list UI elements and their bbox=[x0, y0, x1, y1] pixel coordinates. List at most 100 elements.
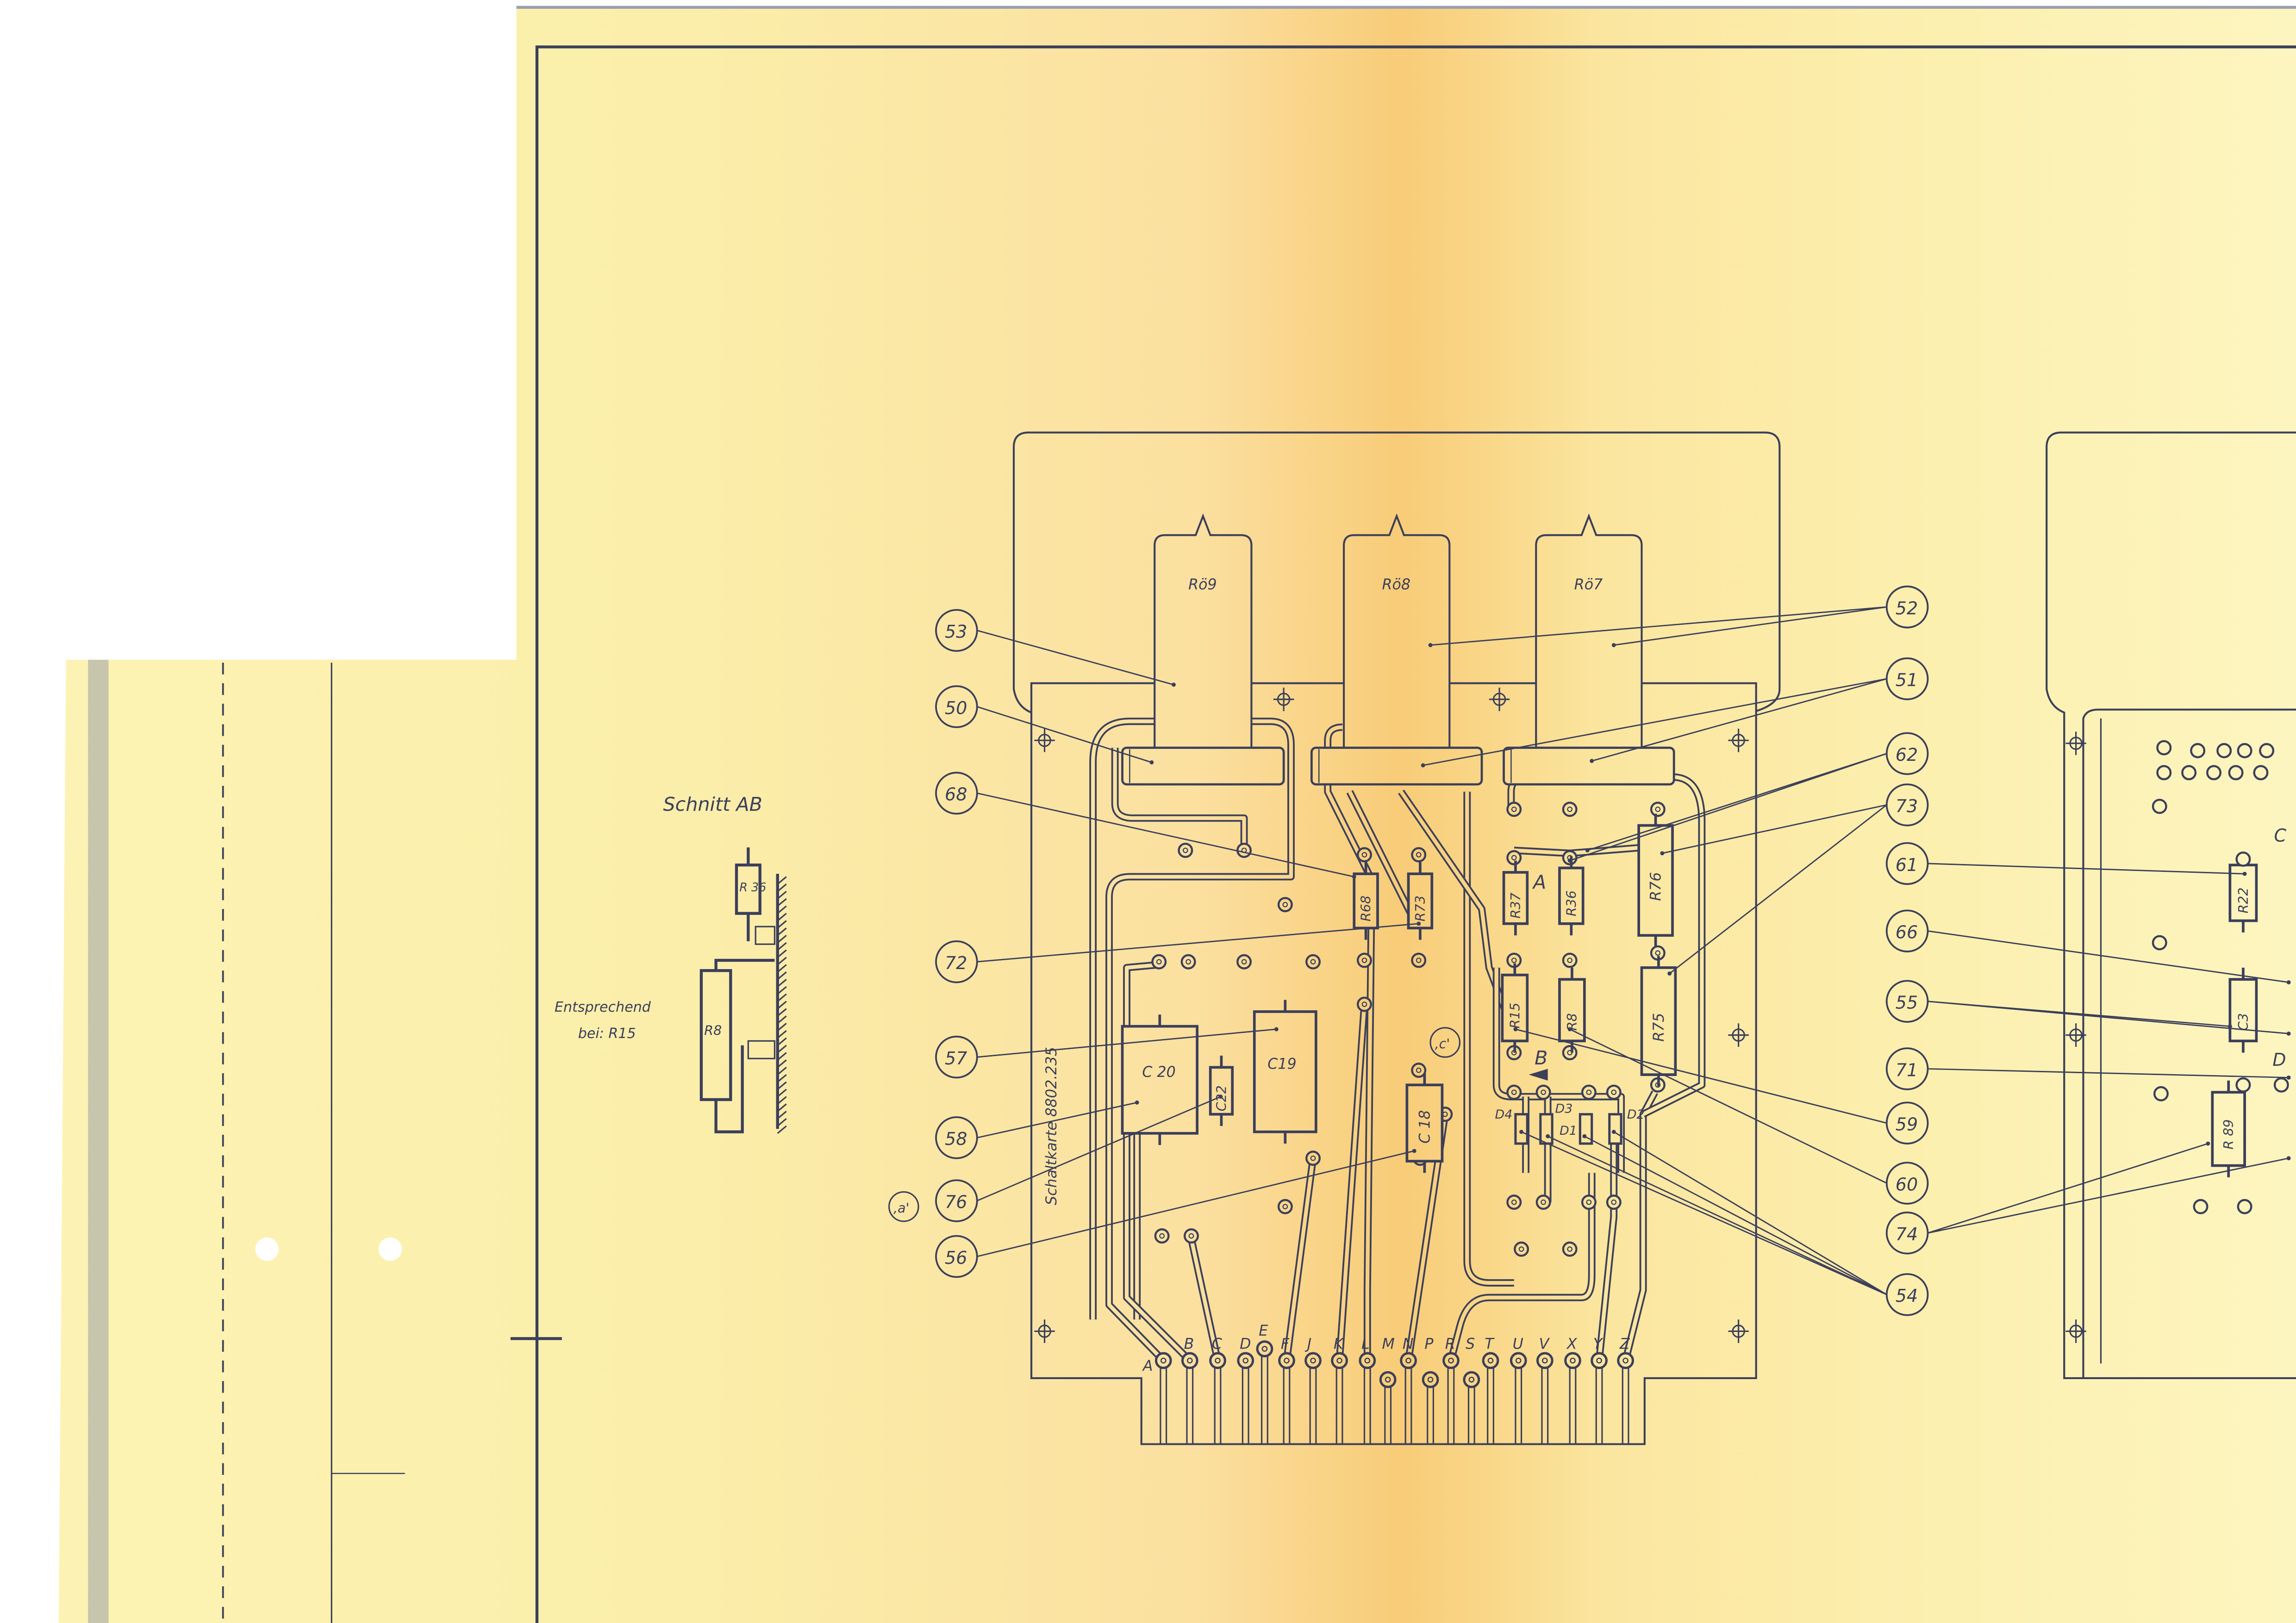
component-label: C 18 bbox=[1417, 1110, 1434, 1144]
component-c20 bbox=[1121, 1025, 1199, 1135]
leader-line bbox=[977, 923, 1419, 963]
pcb-trace-inner bbox=[1597, 1144, 1616, 1361]
solder-pad-hole bbox=[1511, 806, 1517, 812]
component-label: R75 bbox=[1651, 1013, 1667, 1042]
leader-line bbox=[1569, 753, 1887, 861]
hatch-stroke bbox=[777, 920, 787, 929]
leader-line bbox=[1584, 1135, 1887, 1295]
callout-number-right: 61 bbox=[1896, 855, 1918, 875]
hatch-stroke bbox=[777, 1088, 787, 1097]
callout-number-left: 68 bbox=[945, 784, 967, 805]
connector-pad bbox=[1256, 1340, 1273, 1357]
component-c19 bbox=[1253, 1010, 1317, 1133]
connector-pad bbox=[1422, 1371, 1439, 1388]
connector-pad-hole bbox=[1596, 1357, 1602, 1364]
callout-circle-right bbox=[1885, 783, 1929, 827]
connector-pin-label: X bbox=[1566, 1336, 1578, 1353]
diode-label: D2 bbox=[1627, 1107, 1645, 1122]
connector-pad-hole bbox=[1448, 1357, 1454, 1364]
solder-pad bbox=[2216, 743, 2232, 759]
solder-pad-hole bbox=[1511, 1199, 1517, 1205]
leader-dot bbox=[1667, 971, 1672, 976]
connector-pin-label: Z bbox=[1619, 1336, 1630, 1353]
solder-pad bbox=[1305, 1150, 1321, 1166]
solder-pad-hole bbox=[1518, 1246, 1524, 1252]
component-label: R36 bbox=[1564, 890, 1579, 916]
component-label: R8 bbox=[1565, 1013, 1580, 1031]
hatch-stroke bbox=[777, 876, 787, 885]
solder-pad-hole bbox=[1567, 1246, 1573, 1252]
leader-dot bbox=[1149, 760, 1154, 765]
drawing-frame bbox=[222, 45, 2296, 1623]
connector-pin-label: S bbox=[1466, 1336, 1475, 1353]
callout-number-right: 60 bbox=[1896, 1174, 1918, 1194]
connector-pin-label: C bbox=[1212, 1336, 1222, 1353]
connector-pad-hole bbox=[1160, 1357, 1167, 1364]
leader-dot bbox=[1567, 858, 1572, 863]
connector-pin-label: K bbox=[1334, 1336, 1344, 1353]
leader-line bbox=[1423, 678, 1887, 766]
connector-pin-label: V bbox=[1539, 1336, 1550, 1353]
leader-dot bbox=[1611, 1130, 1616, 1134]
leader-dot bbox=[1567, 1027, 1572, 1032]
solder-pad bbox=[2152, 798, 2167, 814]
leader-dot bbox=[1412, 1149, 1416, 1153]
hatch-stroke bbox=[777, 934, 787, 944]
solder-pad bbox=[1411, 1063, 1427, 1078]
connector-pin-label: E bbox=[1259, 1323, 1268, 1339]
tube-label: Rö8 bbox=[1382, 577, 1411, 593]
connector-pad-hole bbox=[1261, 1346, 1268, 1352]
leader-line bbox=[977, 1101, 1137, 1138]
marker-circle bbox=[888, 1191, 919, 1222]
callout-number-right: 71 bbox=[1896, 1060, 1918, 1080]
solder-pad-hole bbox=[1182, 847, 1188, 853]
callout-number-left: 57 bbox=[945, 1048, 967, 1069]
diode bbox=[1514, 1113, 1529, 1145]
callout-number-left: 53 bbox=[945, 622, 967, 642]
solder-pad bbox=[2181, 765, 2197, 781]
mounting-hole-icon bbox=[1728, 1023, 1749, 1047]
leader-line bbox=[1614, 606, 1887, 646]
connector-pad bbox=[1359, 1352, 1376, 1369]
diode bbox=[1539, 1113, 1554, 1145]
diode-label: D4 bbox=[1495, 1107, 1513, 1122]
second-circuit-board: C D bbox=[2046, 431, 2296, 1379]
component-label: R76 bbox=[1648, 872, 1665, 901]
solder-pad-hole bbox=[1541, 1089, 1546, 1095]
leader-line bbox=[1928, 930, 2289, 983]
hatch-stroke bbox=[777, 1059, 787, 1068]
hatch-stroke bbox=[777, 1111, 787, 1119]
solder-pad-hole bbox=[1511, 958, 1517, 963]
callout-number-left: 50 bbox=[945, 698, 967, 718]
leader-dot bbox=[2286, 980, 2291, 985]
hatch-stroke bbox=[777, 1045, 787, 1053]
solder-pad bbox=[1506, 802, 1522, 817]
callout-circle-right bbox=[1885, 657, 1929, 701]
pcb-trace-inner bbox=[1623, 1091, 1657, 1361]
component-label: R15 bbox=[1507, 1002, 1522, 1028]
section-title: Schnitt AB bbox=[663, 793, 762, 815]
solder-pad bbox=[1305, 954, 1321, 970]
solder-pad bbox=[2156, 765, 2172, 781]
callout-circle-left bbox=[935, 1035, 978, 1079]
hatch-stroke bbox=[777, 1103, 787, 1112]
solder-pad bbox=[1411, 847, 1427, 863]
solder-pad bbox=[2193, 1199, 2209, 1214]
solder-pad bbox=[1562, 1241, 1578, 1257]
section-b-arrow-icon bbox=[1529, 1069, 1548, 1081]
solder-pad bbox=[2153, 1086, 2169, 1101]
callout-circle-left bbox=[935, 609, 978, 652]
solder-pad bbox=[2156, 740, 2172, 756]
tube-label: Rö9 bbox=[1188, 577, 1217, 593]
hatched-wall bbox=[777, 876, 787, 1134]
leader-dot bbox=[1660, 851, 1665, 856]
section-mark-a: A bbox=[1532, 871, 1546, 893]
connector-pad bbox=[1379, 1371, 1397, 1388]
leader-line bbox=[1569, 1028, 1887, 1184]
tube-socket bbox=[1503, 746, 1675, 786]
solder-pad bbox=[1356, 847, 1372, 863]
leader-line bbox=[1547, 1135, 1887, 1295]
connector-pad bbox=[1154, 1352, 1172, 1369]
